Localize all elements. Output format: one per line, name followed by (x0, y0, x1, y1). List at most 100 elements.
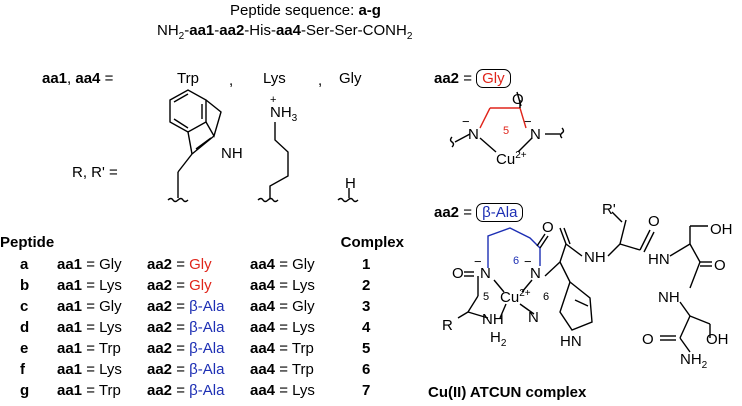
row-id: a (20, 256, 29, 273)
table-cell: aa2 = β-Ala (147, 298, 224, 316)
row-aa4: Gly (292, 256, 315, 273)
table-cell: aa2 = β-Ala (147, 340, 224, 358)
gly-n-left: N (468, 126, 479, 143)
aa1-label: aa1 (42, 70, 68, 87)
bala-hn-imid: HN (560, 333, 582, 350)
row-id: c (20, 298, 29, 315)
row-aa4-label: aa4 (250, 256, 276, 273)
row-id: g (20, 382, 30, 399)
row-eq: = (275, 340, 292, 357)
table-cell: aa4 = Gly (250, 256, 315, 274)
bala-n-imid: N (528, 309, 539, 326)
row-aa2-label: aa2 (147, 361, 173, 378)
table-cell: aa2 = β-Ala (147, 382, 224, 400)
seq-his: -His- (244, 22, 276, 39)
row-complex: 5 (362, 340, 371, 357)
row-aa2-label: aa2 (147, 340, 173, 357)
gly-o: O (512, 91, 524, 108)
row-aa4-label: aa4 (250, 319, 276, 336)
bala-minus-2: − (524, 254, 532, 269)
row-eq: = (82, 382, 99, 399)
seq-aa4: aa4 (275, 22, 301, 39)
bala-eq: = (459, 204, 472, 221)
row-complex: 3 (362, 298, 371, 315)
table-cell: g (20, 382, 29, 400)
table-cell: aa2 = β-Ala (147, 361, 224, 379)
table-cell: 3 (362, 298, 370, 316)
bala-cu: Cu2+ (500, 288, 531, 306)
row-aa4-label: aa4 (250, 277, 276, 294)
row-aa4-label: aa4 (250, 361, 276, 378)
title-range: a-g (358, 2, 381, 19)
table-cell: 7 (362, 382, 370, 400)
bala-o-left: O (452, 265, 464, 282)
bala-nh-mid: NH (584, 249, 606, 266)
gly-ring-size: 5 (503, 125, 509, 137)
lys-label: Lys (263, 70, 286, 87)
row-aa1: Gly (99, 298, 122, 315)
row-complex: 7 (362, 382, 371, 399)
seq-tail-sub: 2 (406, 31, 413, 42)
row-eq: = (172, 340, 190, 357)
row-aa2: β-Ala (189, 298, 225, 315)
bala-o-top: O (542, 219, 554, 236)
gly-value-box: Gly (476, 69, 511, 88)
table-cell: aa4 = Lys (250, 382, 315, 400)
table-cell: 2 (362, 277, 370, 295)
table-cell: aa4 = Gly (250, 298, 315, 316)
row-eq: = (172, 319, 190, 336)
seq-aa2: aa2 (219, 22, 245, 39)
row-aa2: β-Ala (189, 382, 225, 399)
bala-ring6b: 6 (543, 291, 549, 303)
gly-eq: = (459, 70, 472, 87)
table-cell: aa1 = Lys (57, 361, 122, 379)
table-cell: aa4 = Trp (250, 340, 314, 358)
label-eq: = (100, 70, 114, 87)
col-peptide: Peptide (0, 234, 55, 251)
row-id: b (20, 277, 30, 294)
lys-structure (257, 122, 289, 203)
comma-1: , (229, 72, 234, 89)
row-aa2-label: aa2 (147, 256, 173, 273)
table-cell: a (20, 256, 28, 274)
row-aa1: Trp (98, 340, 121, 357)
table-cell: e (20, 340, 28, 358)
gly-minus-left: − (462, 114, 470, 129)
trp-label: Trp (177, 70, 199, 87)
row-aa4-label: aa4 (250, 340, 276, 357)
row-eq: = (82, 298, 100, 315)
bala-oh-top: OH (710, 221, 733, 238)
row-aa2: Gly (189, 277, 212, 294)
table-cell: aa4 = Lys (250, 319, 315, 337)
table-cell: aa1 = Gly (57, 298, 122, 316)
row-eq: = (82, 361, 100, 378)
bala-oh-bottom: OH (706, 331, 729, 348)
bala-r: R (442, 317, 453, 334)
row-aa4-label: aa4 (250, 382, 276, 399)
table-cell: aa1 = Trp (57, 382, 121, 400)
table-cell: d (20, 319, 29, 337)
comma-2: , (318, 72, 323, 89)
bala-o-right: O (714, 257, 726, 274)
bala-o-mid: O (648, 213, 660, 230)
seq-aa1: aa1 (189, 22, 215, 39)
row-aa4: Lys (292, 382, 315, 399)
bala-o-bottom: O (642, 331, 654, 348)
row-eq: = (82, 340, 99, 357)
row-complex: 4 (362, 319, 371, 336)
row-aa1: Lys (99, 277, 122, 294)
table-cell: 5 (362, 340, 370, 358)
row-aa2-label: aa2 (147, 277, 173, 294)
row-aa1: Trp (98, 382, 121, 399)
title-prefix: Peptide sequence: (230, 2, 359, 19)
row-aa1-label: aa1 (57, 256, 83, 273)
peptide-table: Peptide Complex (0, 232, 404, 253)
table-cell: b (20, 277, 29, 295)
row-aa2-label: aa2 (147, 319, 173, 336)
table-cell: aa1 = Lys (57, 319, 122, 337)
benzene-ring (169, 89, 207, 133)
row-eq: = (82, 319, 100, 336)
gly-n-right: N (530, 126, 541, 143)
bala-nh2-bottom: NH2 (680, 351, 708, 371)
